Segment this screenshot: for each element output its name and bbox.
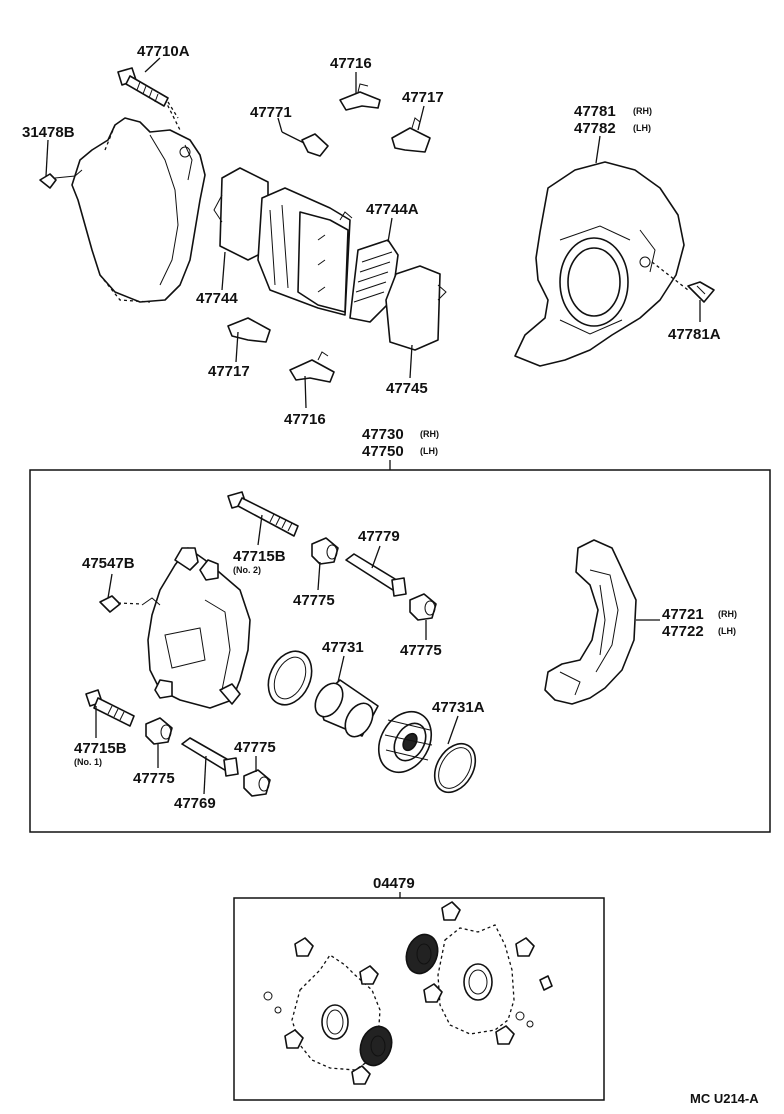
- boot-47775-d: [243, 769, 271, 797]
- disc-dust-cover: [514, 161, 689, 367]
- label-47716-top: 47716: [330, 55, 372, 72]
- bleeder-plug-47547b: [99, 595, 143, 613]
- label-47782: 47782: [574, 120, 616, 137]
- label-47710a: 47710A: [137, 43, 190, 60]
- repair-kit-contents: [263, 901, 553, 1085]
- label-47721-side: (RH): [718, 609, 737, 619]
- caliper-assembly-frame: [29, 469, 771, 833]
- boot-47775-b: [409, 593, 437, 621]
- piston: [314, 679, 379, 738]
- clip-47771: [301, 133, 329, 157]
- bolt-47715b-no2: [227, 491, 299, 537]
- diagram-caption: MC U214-A: [690, 1091, 759, 1106]
- label-47547b: 47547B: [82, 555, 135, 572]
- piston-seal-ring: [267, 650, 313, 706]
- clip-47717-top: [391, 117, 431, 153]
- label-47717-top: 47717: [402, 89, 444, 106]
- caliper-outline-drawing: [71, 99, 206, 303]
- leader-lines-top: [45, 57, 701, 409]
- label-47781a: 47781A: [668, 326, 721, 343]
- label-47775-d: 47775: [234, 739, 276, 756]
- label-47715b-no2-note: (No. 2): [233, 565, 261, 575]
- label-04479: 04479: [373, 875, 415, 892]
- bolt-47715b-no1: [85, 689, 135, 727]
- label-47731a: 47731A: [432, 699, 485, 716]
- label-47744: 47744: [196, 290, 238, 307]
- cylinder-body: [141, 547, 251, 709]
- label-47771: 47771: [250, 104, 292, 121]
- brake-pad-main: [257, 187, 353, 316]
- label-47775-c: 47775: [133, 770, 175, 787]
- label-47750: 47750: [362, 443, 404, 460]
- set-ring-47731a: [433, 742, 477, 794]
- label-47731: 47731: [322, 639, 364, 656]
- clip-47717-bottom: [227, 317, 271, 343]
- label-47769: 47769: [174, 795, 216, 812]
- label-47744a: 47744A: [366, 201, 419, 218]
- boot-47775-a: [311, 537, 339, 565]
- label-47782-side: (LH): [633, 123, 651, 133]
- label-47715b-no2: 47715B: [233, 548, 286, 565]
- brake-pad-outer-47745: [385, 265, 447, 351]
- bolt-47710a: [117, 67, 179, 119]
- label-47779: 47779: [358, 528, 400, 545]
- leader-lines-middle: [95, 514, 660, 795]
- label-47775-b: 47775: [400, 642, 442, 659]
- label-47730-side: (RH): [420, 429, 439, 439]
- label-47716-bottom: 47716: [284, 411, 326, 428]
- label-47781: 47781: [574, 103, 616, 120]
- clip-31478b: [39, 169, 83, 189]
- label-47730: 47730: [362, 426, 404, 443]
- label-47722-side: (LH): [718, 626, 736, 636]
- clip-47716-bottom: [289, 351, 335, 383]
- label-47715b-no1: 47715B: [74, 740, 127, 757]
- pin-47769: [181, 737, 239, 777]
- bolt-47781a: [687, 281, 715, 303]
- cylinder-mounting: [544, 539, 637, 705]
- label-47717-bottom: 47717: [208, 363, 250, 380]
- label-47750-side: (LH): [420, 446, 438, 456]
- cylinder-boot: [377, 711, 433, 773]
- label-31478b: 31478B: [22, 124, 75, 141]
- label-47745: 47745: [386, 380, 428, 397]
- boot-47775-c: [145, 717, 173, 745]
- repair-kit-frame: [233, 897, 605, 1101]
- label-47775-a: 47775: [293, 592, 335, 609]
- clip-47716-top: [339, 83, 381, 111]
- label-47721: 47721: [662, 606, 704, 623]
- label-47781-side: (RH): [633, 106, 652, 116]
- label-47715b-no1-note: (No. 1): [74, 757, 102, 767]
- pin-47779: [345, 553, 407, 597]
- label-47722: 47722: [662, 623, 704, 640]
